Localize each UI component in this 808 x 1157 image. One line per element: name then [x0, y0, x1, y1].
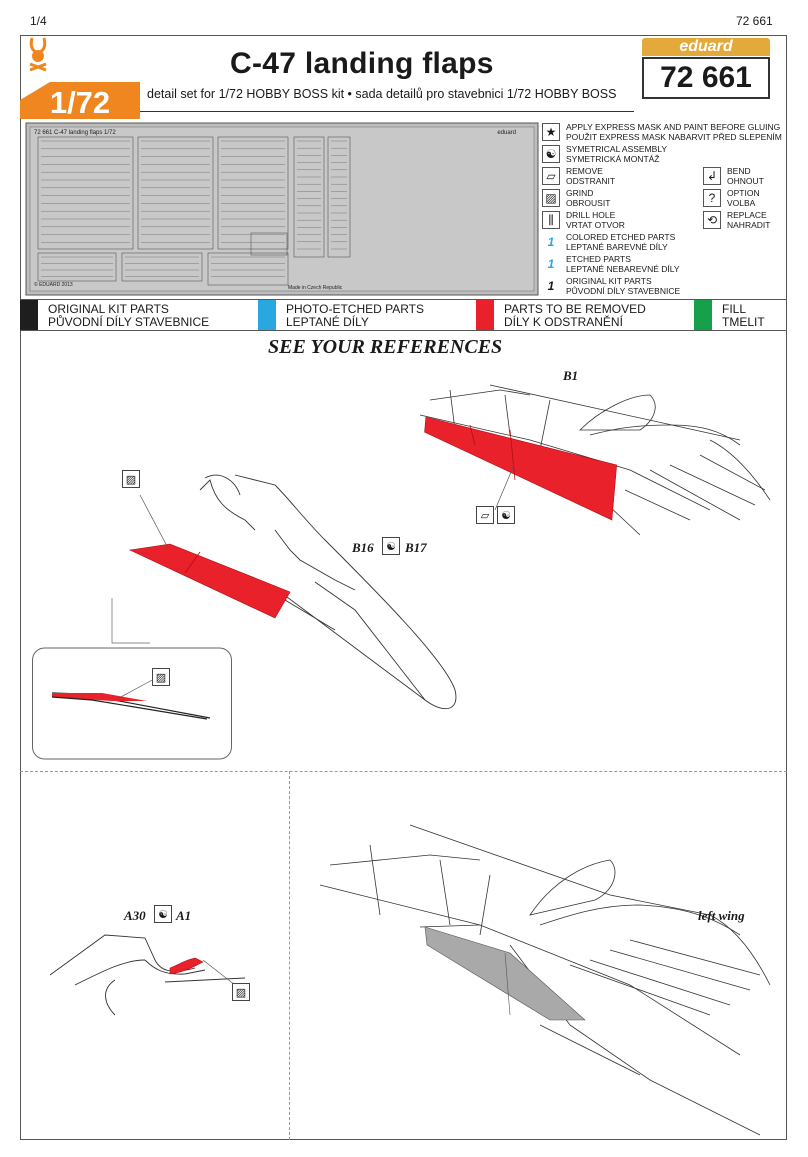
grind-icon: ▨: [152, 668, 170, 686]
yin-yang-icon: ☯: [497, 506, 515, 524]
left-wing-drawing: [319, 824, 771, 1136]
section-divider-vertical: [289, 771, 290, 1140]
wing-label: left wing: [698, 908, 745, 923]
color-swatch: [476, 300, 494, 330]
page-title: C-47 landing flaps: [230, 47, 494, 80]
bend-icon: ↲: [703, 167, 721, 185]
part-label-b1: B1: [563, 368, 579, 383]
scale-label: 1/72: [50, 85, 110, 120]
color-swatch: [258, 300, 276, 330]
kit-number-top: 72 661: [736, 14, 773, 28]
yin-yang-icon: ☯: [154, 905, 172, 923]
colored-etched-icon: 1: [542, 233, 560, 251]
remove-icon: ▱: [542, 167, 560, 185]
yin-yang-icon: ☯: [382, 537, 400, 555]
color-swatch: [20, 300, 38, 330]
section-title: SEE YOUR REFERENCES: [268, 336, 503, 358]
section-divider-horizontal: [20, 771, 787, 772]
wing-underside-drawing: [128, 474, 457, 710]
legend-text: APPLY EXPRESS MASK AND PAINT BEFORE GLUI…: [566, 122, 782, 142]
star-icon: ★: [542, 123, 560, 141]
grind-icon: ▨: [542, 189, 560, 207]
detail-inset: [32, 598, 232, 760]
bunny-logo-icon: [29, 37, 47, 72]
color-swatch: [694, 300, 712, 330]
a30-detail-drawing: [49, 934, 246, 1016]
option-icon: ?: [703, 189, 721, 207]
part-label-a30: A30: [124, 908, 146, 923]
kit-number: 72 661: [642, 57, 770, 99]
photo-etch-fret: 72 661 C-47 landing flaps 1/72 eduard © …: [25, 122, 539, 296]
symbol-legend: ★ APPLY EXPRESS MASK AND PAINT BEFORE GLU…: [540, 120, 785, 298]
kit-part-icon: 1: [542, 277, 560, 295]
yin-yang-icon: ☯: [542, 145, 560, 163]
brand-logo: eduard: [642, 38, 770, 56]
fret-label: 72 661 C-47 landing flaps 1/72: [34, 130, 116, 136]
fret-brand: eduard: [497, 130, 516, 136]
page-frame: [20, 35, 787, 1140]
scale-badge: 1/72: [20, 82, 140, 120]
part-label-b16: B16: [352, 540, 374, 555]
drill-icon: ⫼: [542, 211, 560, 229]
b1-wing-drawing: [419, 384, 771, 536]
part-label-b17: B17: [405, 540, 427, 555]
fret-copyright: © EDUARD 2013: [34, 281, 73, 288]
grind-icon: ▨: [232, 983, 250, 1001]
replace-icon: ⟲: [703, 211, 721, 229]
fret-note: Made in Czech Republic: [288, 285, 343, 291]
grind-icon: ▨: [122, 470, 140, 488]
legend-item: ★ APPLY EXPRESS MASK AND PAINT BEFORE GLU…: [542, 122, 782, 142]
remove-icon: ▱: [476, 506, 494, 524]
header-rule: [140, 111, 634, 112]
page-number: 1/4: [30, 14, 47, 28]
etched-icon: 1: [542, 255, 560, 273]
part-label-a1: A1: [176, 908, 192, 923]
subtitle: detail set for 1/72 HOBBY BOSS kit • sad…: [147, 87, 617, 101]
